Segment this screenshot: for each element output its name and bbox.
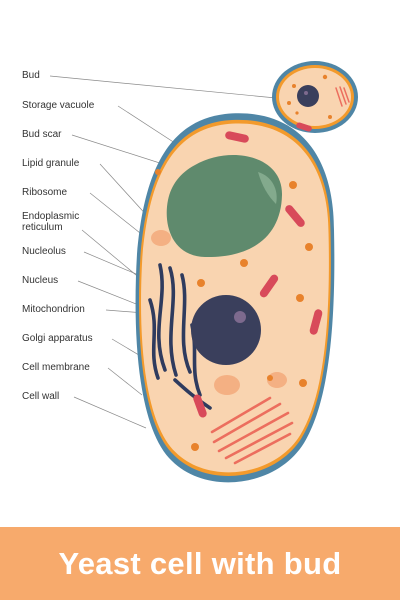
bud-golgi [335, 86, 350, 107]
lipid-granule [151, 230, 171, 246]
lipid-granule [214, 375, 240, 395]
mitochondrion [309, 309, 323, 335]
leader-line-cell-membrane [107, 367, 143, 396]
label-endoplasmic-reticulum: Endoplasmic reticulum [22, 211, 80, 233]
leader-line-bud [49, 75, 277, 99]
mother-cell [135, 113, 335, 483]
bud-nucleus [297, 85, 319, 107]
bud-granule [287, 101, 291, 105]
golgi-apparatus [210, 396, 294, 465]
yeast-cell-illustration [49, 61, 358, 483]
label-cell-wall: Cell wall [22, 391, 60, 402]
bud-mitochondrion [296, 122, 312, 132]
ribosomes [155, 169, 313, 451]
label-golgi-apparatus: Golgi apparatus [22, 333, 93, 344]
label-nucleolus: Nucleolus [22, 246, 66, 257]
label-bud-scar: Bud scar [22, 129, 62, 140]
mitochondria [193, 131, 323, 418]
nucleus [191, 295, 261, 365]
mitochondrion [193, 394, 207, 418]
yeast-cell-diagram: Bud Storage vacuole Bud scar Lipid granu… [22, 61, 358, 483]
label-ribosome: Ribosome [22, 187, 68, 198]
vacuole-highlight [258, 172, 277, 204]
bud-nucleolus [304, 91, 308, 95]
footer-banner: Yeast cell with bud [0, 527, 400, 600]
mitochondrion [285, 205, 305, 227]
page-title: Yeast cell with bud [58, 545, 342, 581]
label-storage-vacuole: Storage vacuole [22, 100, 95, 111]
leader-line-cell-wall [73, 396, 147, 429]
label-bud: Bud [22, 70, 40, 81]
bud-granule [292, 84, 296, 88]
label-cell-membrane: Cell membrane [22, 362, 90, 373]
bud-granule [322, 74, 328, 80]
bud-granule [328, 115, 332, 119]
label-mitochondrion: Mitochondrion [22, 304, 85, 315]
mitochondrion [259, 274, 279, 298]
bud-granule [295, 111, 299, 115]
storage-vacuole [166, 155, 283, 258]
label-lipid-granule: Lipid granule [22, 158, 80, 169]
label-nucleus: Nucleus [22, 275, 59, 286]
mitochondrion [225, 131, 249, 143]
nucleolus [234, 311, 246, 323]
leader-line-bud-scar [71, 134, 167, 166]
bud [272, 61, 358, 133]
